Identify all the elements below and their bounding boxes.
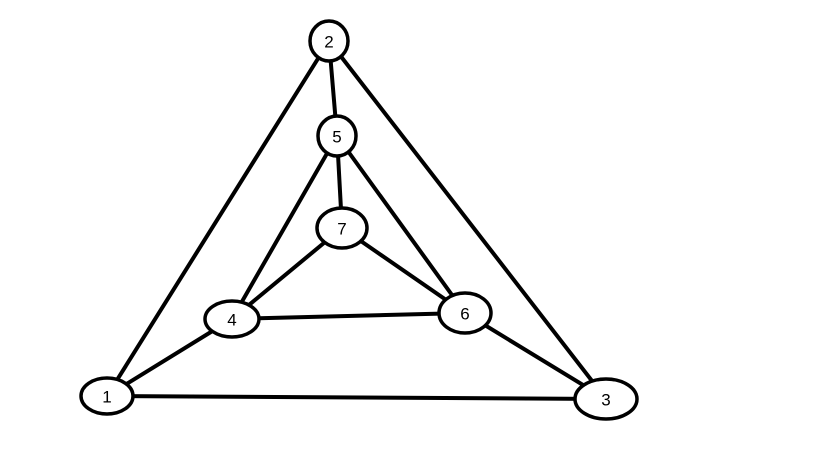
node-2-label: 2 — [324, 33, 333, 52]
node-2: 2 — [308, 19, 350, 63]
node-5-label: 5 — [332, 128, 341, 147]
node-1-label: 1 — [102, 388, 111, 407]
node-7-ellipse — [315, 206, 369, 250]
node-7: 7 — [315, 206, 369, 250]
edge-1-2 — [105, 39, 331, 398]
edge-2-3 — [327, 39, 608, 401]
node-4-ellipse — [203, 299, 261, 339]
node-3-ellipse — [573, 377, 639, 421]
node-7-label: 7 — [337, 220, 346, 239]
node-1-ellipse — [79, 376, 135, 416]
node-4-label: 4 — [227, 311, 236, 330]
node-3-label: 3 — [601, 391, 610, 410]
node-4: 4 — [203, 299, 261, 339]
edge-5-6 — [335, 134, 467, 315]
edge-4-5 — [230, 134, 339, 321]
node-5-ellipse — [316, 114, 358, 158]
node-6-label: 6 — [460, 305, 469, 324]
node-2-ellipse — [308, 19, 350, 63]
edge-4-6 — [230, 311, 467, 321]
node-1: 1 — [79, 376, 135, 416]
node-6: 6 — [437, 291, 493, 335]
node-5: 5 — [316, 114, 358, 158]
nodes-layer: 1 2 3 4 5 6 7 — [79, 19, 639, 421]
node-6-ellipse — [437, 291, 493, 335]
node-3: 3 — [573, 377, 639, 421]
edge-1-3 — [105, 394, 608, 401]
